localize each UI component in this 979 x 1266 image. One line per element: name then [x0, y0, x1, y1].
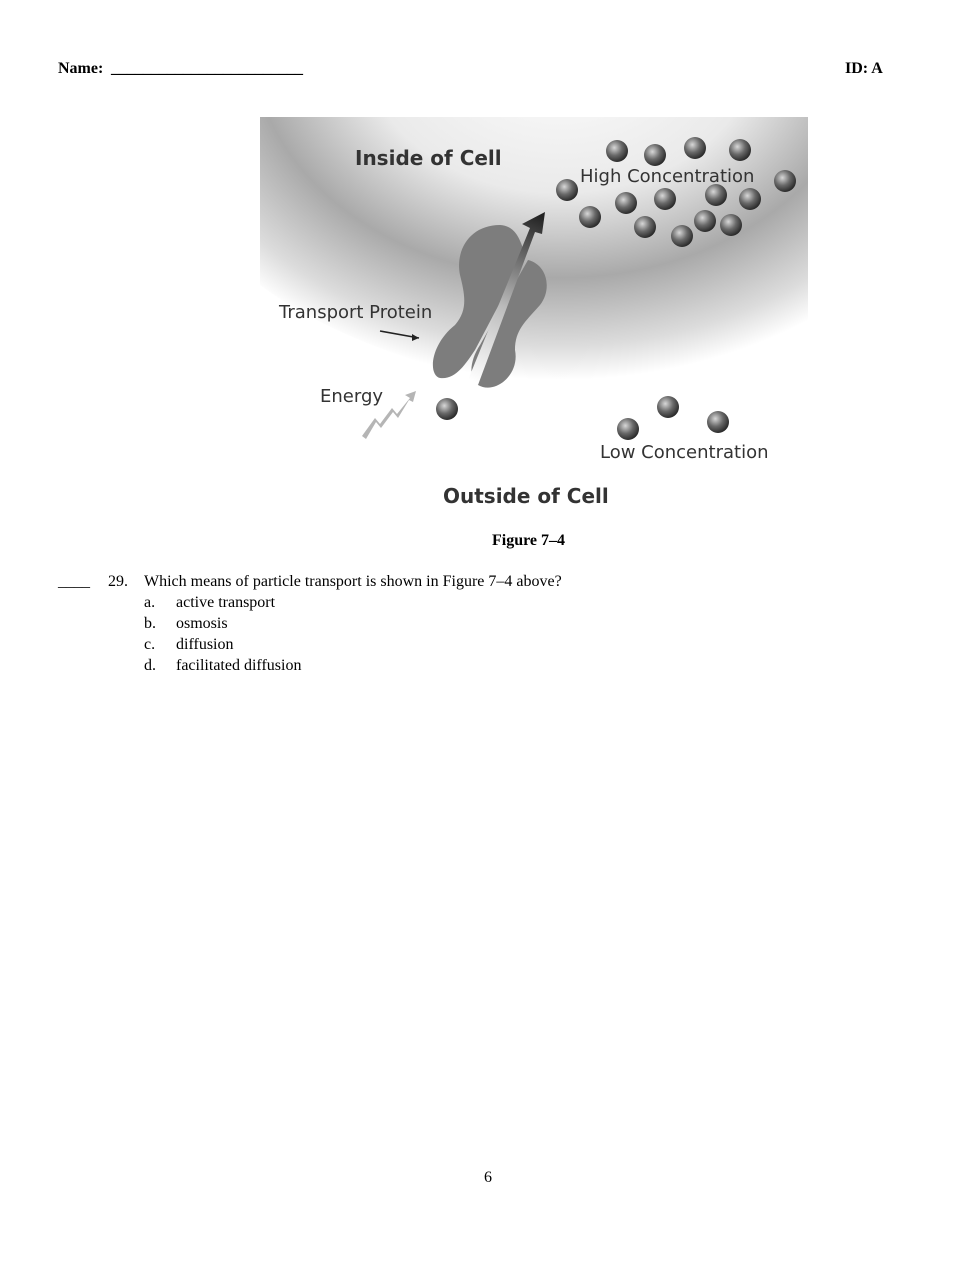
- label-energy: Energy: [320, 386, 383, 407]
- answer-blank: ____: [58, 573, 90, 590]
- label-transport-protein: Transport Protein: [278, 302, 432, 323]
- option-text: osmosis: [176, 615, 228, 632]
- option-letter: d.: [144, 657, 156, 674]
- question-text: Which means of particle transport is sho…: [144, 573, 562, 590]
- label-high-concentration: High Concentration: [580, 166, 754, 187]
- option-letter: a.: [144, 594, 156, 611]
- option-text: facilitated diffusion: [176, 657, 302, 674]
- protein-pointer-arrowhead: [412, 334, 419, 341]
- figure-caption: Figure 7–4: [492, 532, 566, 549]
- cell-interior: [260, 117, 808, 390]
- active-transport-figure: Inside of Cell High Concentration Transp…: [260, 117, 808, 508]
- question-number: 29.: [108, 573, 128, 590]
- energy-bolt-icon: [362, 391, 416, 439]
- page-number: 6: [484, 1169, 492, 1186]
- name-label: Name:: [58, 60, 104, 77]
- label-low-concentration: Low Concentration: [600, 442, 769, 463]
- option-letter: c.: [144, 636, 156, 653]
- particles-high: [556, 137, 796, 247]
- label-outside-cell: Outside of Cell: [443, 484, 609, 508]
- option-text: diffusion: [176, 636, 234, 653]
- option-text: active transport: [176, 594, 276, 611]
- transport-protein: [432, 225, 547, 388]
- option-letter: b.: [144, 615, 156, 632]
- id-label: ID: A: [845, 60, 883, 77]
- label-inside-cell: Inside of Cell: [355, 146, 502, 170]
- name-blank: ________________________: [111, 60, 303, 77]
- transport-arrow: [468, 212, 545, 385]
- particles-low: [436, 396, 729, 440]
